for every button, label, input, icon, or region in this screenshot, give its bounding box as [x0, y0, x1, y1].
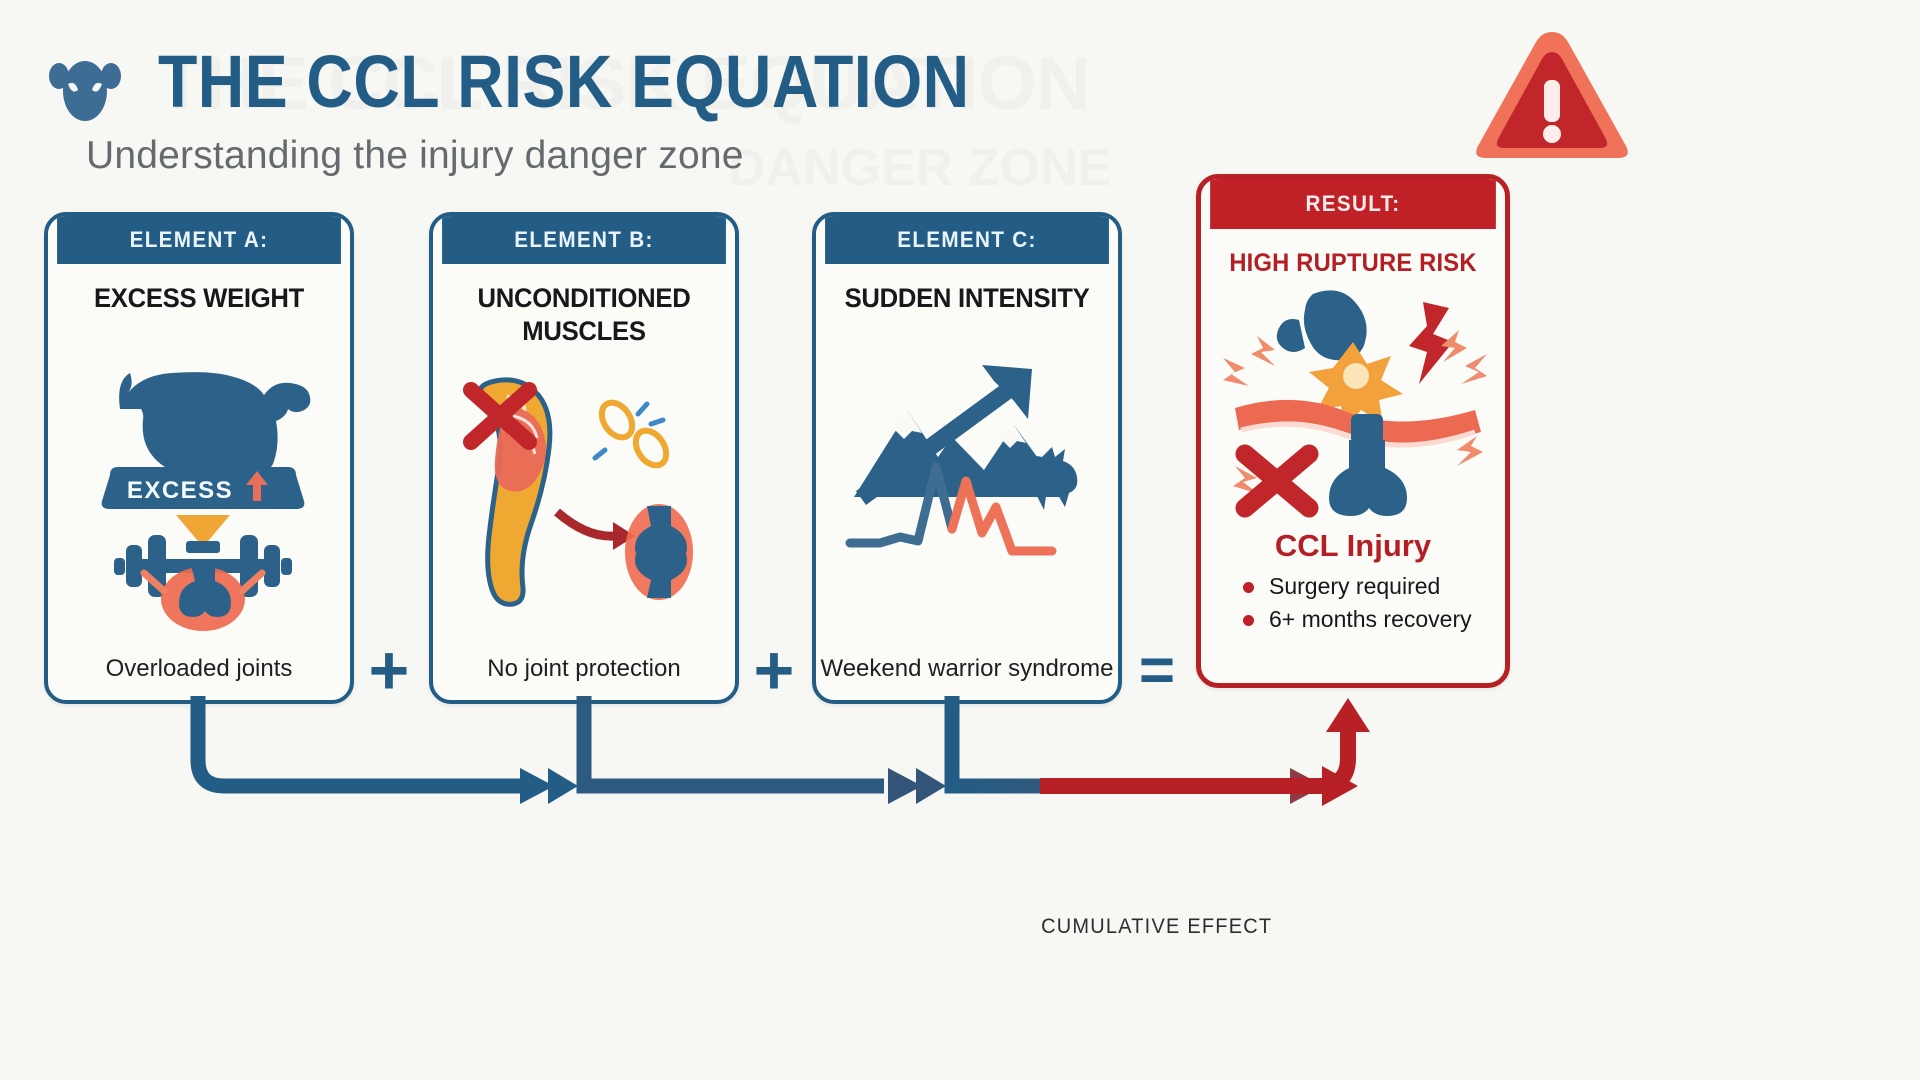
- excess-weight-badge: EXCESS: [101, 467, 305, 509]
- dog-paw-face-icon: [48, 60, 122, 122]
- card-caption-c: Weekend warrior syndrome: [820, 655, 1114, 682]
- card-result[interactable]: RESULT: HIGH RUPTURE RISK: [1196, 174, 1510, 688]
- plus-operator-2: +: [753, 631, 795, 709]
- impact-arrows-icon: [140, 569, 266, 595]
- card-eyebrow-result: RESULT:: [1210, 179, 1496, 229]
- card-art-b: [433, 362, 735, 652]
- broken-chain-icon: [598, 399, 670, 469]
- card-eyebrow-a: ELEMENT A:: [57, 216, 341, 264]
- knee-joint-icon: [625, 504, 693, 600]
- card-element-c[interactable]: ELEMENT C: SUDDEN INTENSITY: [812, 212, 1122, 704]
- svg-text:EXCESS: EXCESS: [127, 477, 233, 504]
- dog-leg-icon: [1276, 290, 1367, 361]
- connector-c: [944, 696, 1312, 794]
- equation-cards: ELEMENT A: EXCESS WEIGHT EXCESS: [0, 174, 1920, 712]
- jumping-dog-icon: [1001, 447, 1078, 510]
- list-item: Surgery required: [1243, 570, 1505, 603]
- connector-a-arrow2: [548, 768, 578, 804]
- rising-arrow-icon: [856, 365, 1032, 505]
- card-art-result: [1201, 284, 1505, 534]
- flow-connectors: [0, 690, 1920, 990]
- warning-triangle-icon: [1472, 28, 1632, 176]
- infographic-header: THE CCL RISK EQUATION THE CCL RISK EQUAT…: [48, 38, 1348, 197]
- ghost-title: THE CCL RISK EQUATION: [158, 41, 1091, 125]
- card-caption-a: Overloaded joints: [105, 655, 293, 682]
- card-title-b: UNCONDITIONED MUSCLES: [477, 283, 691, 346]
- list-item: 6+ months recovery: [1243, 603, 1505, 636]
- page-title: THE CCL RISK EQUATION: [158, 40, 970, 123]
- connector-result-arrow-up: [1326, 698, 1370, 732]
- equals-operator: =: [1138, 635, 1176, 705]
- ghost-subtitle: DANGER ZONE: [728, 139, 1113, 197]
- up-arrow-icon: [246, 471, 268, 501]
- connector-b-arrow2: [916, 768, 946, 804]
- card-element-b[interactable]: ELEMENT B: UNCONDITIONED MUSCLES: [429, 212, 739, 704]
- card-title-a: EXCESS WEIGHT: [93, 283, 305, 313]
- card-caption-b: No joint protection: [487, 655, 681, 682]
- red-x-icon: [463, 382, 537, 450]
- spike-line-chart-icon: [845, 462, 1057, 556]
- connector-a-arrow: [520, 768, 554, 804]
- card-eyebrow-b: ELEMENT B:: [442, 216, 726, 264]
- card-title-c: SUDDEN INTENSITY: [844, 283, 1090, 313]
- connector-b-arrow: [888, 768, 922, 804]
- red-x-icon: [1235, 444, 1319, 518]
- impact-burst-icon: [1309, 342, 1403, 430]
- card-element-a[interactable]: ELEMENT A: EXCESS WEIGHT EXCESS: [44, 212, 354, 704]
- curved-arrow-icon: [554, 508, 635, 550]
- card-art-a: EXCESS: [48, 315, 350, 631]
- result-bullet-list: Surgery required 6+ months recovery: [1243, 570, 1505, 636]
- card-eyebrow-c: ELEMENT C:: [825, 216, 1109, 264]
- impact-sparks-icon: [1223, 330, 1487, 494]
- lightning-bolt-icon: [1409, 302, 1453, 384]
- connector-a: [190, 696, 524, 794]
- card-title-result: HIGH RUPTURE RISK: [1229, 249, 1477, 277]
- plus-operator-1: +: [368, 631, 410, 709]
- connector-b: [576, 696, 884, 794]
- card-art-c: [816, 333, 1118, 623]
- knee-joint-icon: [1329, 414, 1407, 516]
- cumulative-effect-label: CUMULATIVE EFFECT: [1041, 915, 1273, 938]
- result-subtitle: CCL Injury: [1274, 528, 1432, 563]
- page-subtitle: Understanding the injury danger zone: [86, 134, 744, 177]
- knee-joint-icon: [161, 565, 245, 631]
- connector-result-arrow-h: [1322, 766, 1358, 806]
- chain-spark-icon: [592, 401, 666, 461]
- down-triangle-icon: [176, 515, 230, 547]
